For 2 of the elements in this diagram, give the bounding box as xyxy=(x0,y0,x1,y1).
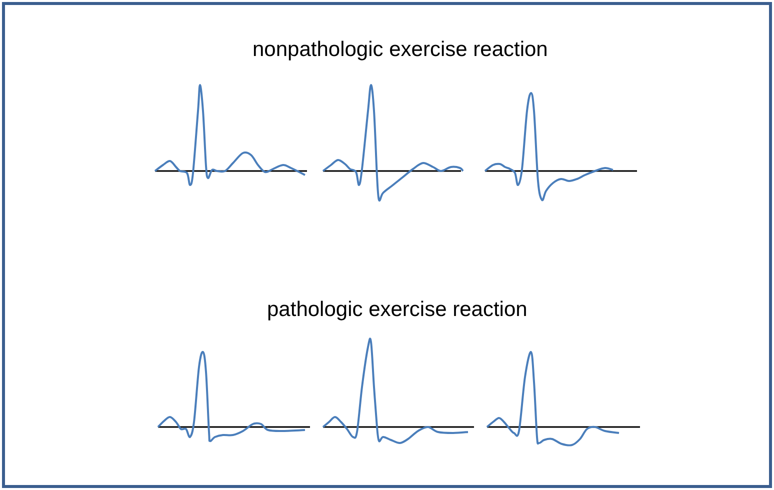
section-heading: pathologic exercise reaction xyxy=(267,298,528,322)
section-heading: nonpathologic exercise reaction xyxy=(252,38,548,62)
